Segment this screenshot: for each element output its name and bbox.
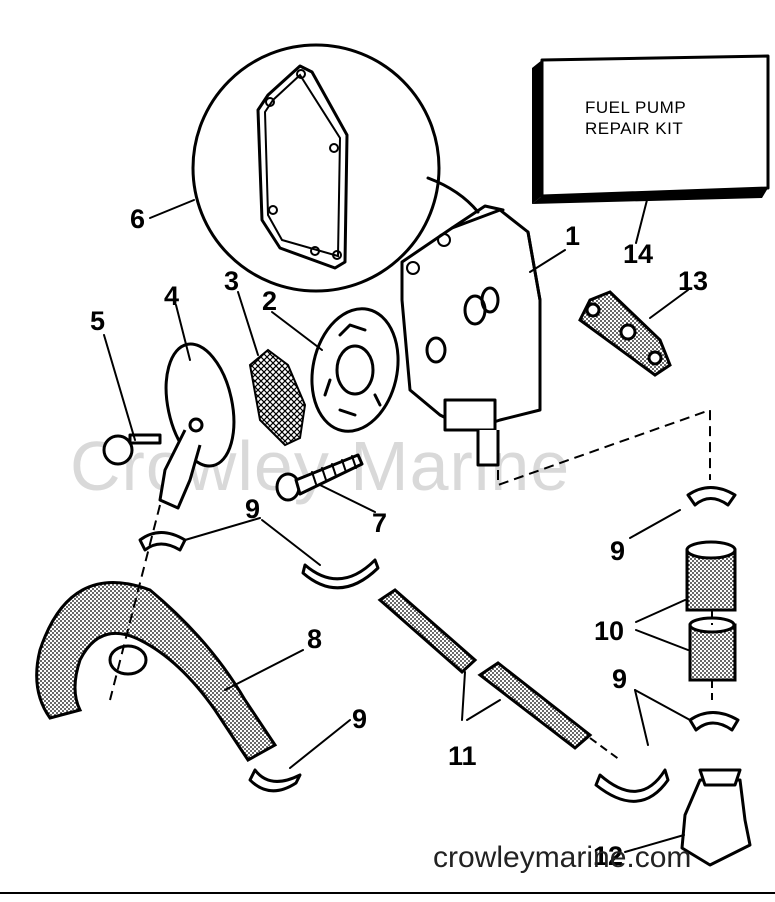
gasket-plate [578,290,672,377]
valve-plate [310,307,400,433]
clip-lower-left [248,768,302,793]
callout-11: 11 [448,741,477,771]
repair-kit-box: FUEL PUMP REPAIR KIT [532,54,770,204]
callout-9-d: 9 [612,664,627,694]
gasket-detail-circle [191,43,480,293]
leader-lines [103,199,691,853]
elbow-fitting [680,768,752,867]
clip-bottom-middle [594,768,670,803]
fuel-hose [35,581,278,762]
assembly-guide-lines [109,408,713,761]
fuel-pump-body [400,204,542,467]
callout-9-b: 9 [352,704,367,734]
repair-kit-label-line1: FUEL PUMP [585,98,686,117]
repair-kit-label-line2: REPAIR KIT [585,119,683,138]
callout-2: 2 [262,286,277,316]
callout-7: 7 [372,508,387,538]
callout-5: 5 [90,306,105,336]
callout-9-a: 9 [245,494,260,524]
connector-tube-lower [477,661,593,750]
cover-screw [102,433,162,466]
callout-8: 8 [307,624,322,654]
site-url: crowleymarine.com [433,841,691,874]
filter-screen [248,348,307,447]
hose-sleeve-lower [688,616,737,682]
callout-1: 1 [565,221,580,251]
callout-9-c: 9 [610,536,625,566]
callout-6: 6 [130,204,145,234]
long-screw [275,453,364,502]
callout-12: 12 [593,841,623,871]
clip-middle [301,558,380,590]
pump-cover [158,342,236,510]
callout-10: 10 [594,616,624,646]
callout-14: 14 [623,239,653,269]
callout-4: 4 [164,281,179,311]
hose-sleeve-upper [685,540,737,612]
clip-upper-left [138,531,187,552]
callout-13: 13 [678,266,708,296]
callout-3: 3 [224,266,239,296]
connector-tube-upper [377,588,478,675]
clip-right-upper [686,486,737,507]
clip-right-lower [688,711,740,732]
